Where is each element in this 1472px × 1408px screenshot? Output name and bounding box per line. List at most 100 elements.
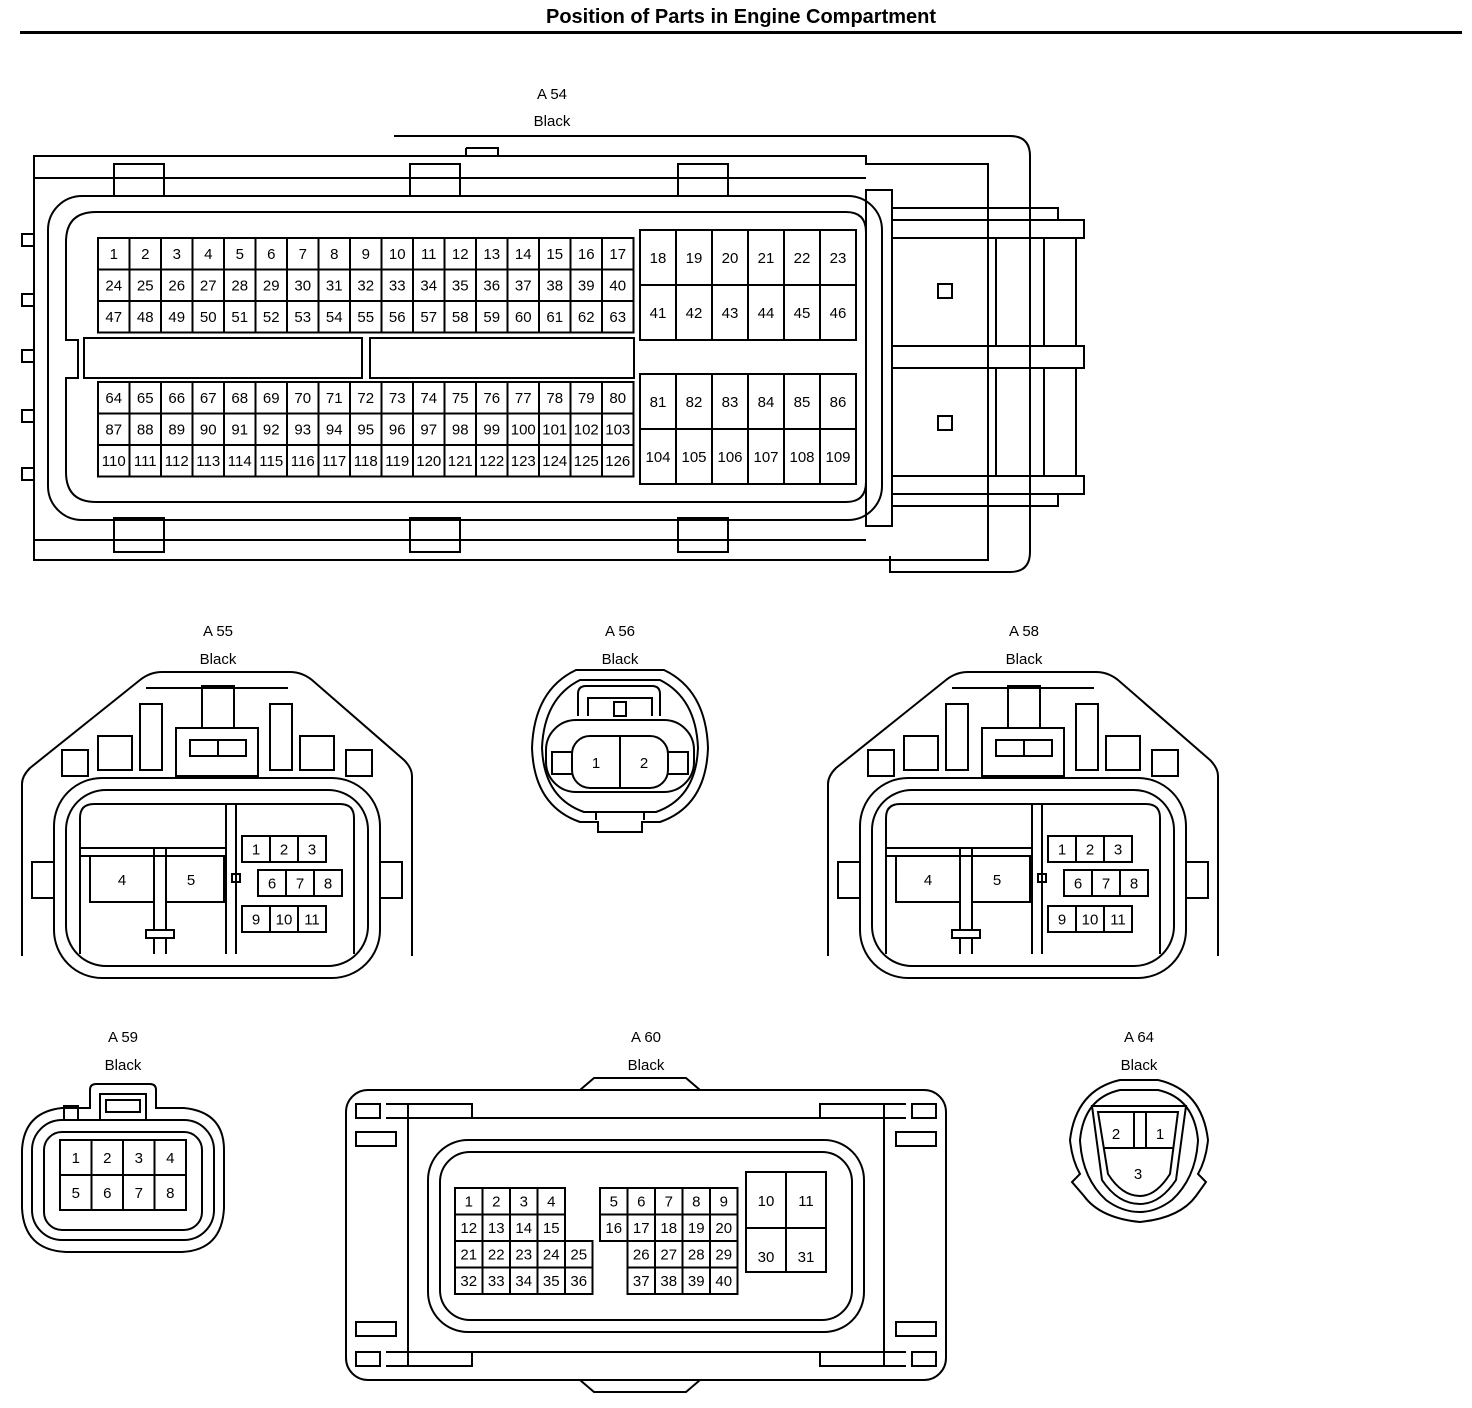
a58-pin-6: 6 [1074, 875, 1082, 892]
a54-pin-118: 118 [354, 453, 378, 470]
a54-pin-26: 26 [168, 278, 185, 295]
a54-pin-15: 15 [546, 246, 563, 263]
a54-pin-124: 124 [542, 453, 567, 470]
a54-pin-38: 38 [546, 278, 563, 295]
a54-pin-116: 116 [291, 453, 315, 470]
connector-a64-color: Black [1121, 1057, 1158, 1074]
connector-a59-code: A 59 [108, 1029, 138, 1046]
a60-pin-13: 13 [488, 1220, 505, 1237]
connector-a54-code: A 54 [537, 86, 567, 103]
a54-pin-59: 59 [483, 309, 500, 326]
a60-pin-17: 17 [633, 1220, 650, 1237]
a58-pin-8: 8 [1130, 875, 1138, 892]
a55-pin-11: 11 [304, 911, 320, 928]
a60-pin-40-cell [709, 1266, 739, 1295]
a54-pin-78: 78 [546, 390, 563, 407]
a60-pin-11: 11 [798, 1193, 814, 1210]
a54-pin-113: 113 [196, 453, 220, 470]
a54-pin-41: 41 [650, 305, 667, 322]
a54-pin-22: 22 [794, 250, 811, 267]
a54-pin-121: 121 [448, 453, 473, 470]
connector-a54-color: Black [534, 113, 571, 130]
a54-pin-123: 123 [511, 453, 536, 470]
a54-pin-2: 2 [141, 246, 149, 263]
a58-pin-7: 7 [1102, 875, 1110, 892]
a58-pin-11-cell [1103, 905, 1133, 933]
a54-pin-46-cell [819, 284, 857, 341]
a55-pin-6: 6 [268, 875, 276, 892]
a54-pin-92: 92 [263, 422, 280, 439]
a60-pin-6: 6 [637, 1194, 645, 1211]
connector-a59-color: Black [105, 1057, 142, 1074]
a54-pin-6: 6 [267, 246, 275, 263]
a54-pin-109-cell [819, 428, 857, 485]
a54-pin-7: 7 [299, 246, 307, 263]
a54-pin-18: 18 [650, 250, 667, 267]
a54-pin-12: 12 [452, 246, 469, 263]
a54-pin-68: 68 [231, 390, 248, 407]
a54-pin-111: 111 [134, 453, 157, 470]
a60-pin-4: 4 [547, 1194, 555, 1211]
a60-pin-36: 36 [570, 1273, 587, 1290]
a55-pin-7: 7 [296, 875, 304, 892]
connector-a60-color: Black [628, 1057, 665, 1074]
a54-pin-33: 33 [389, 278, 406, 295]
a54-pin-61: 61 [546, 309, 563, 326]
a60-pin-18: 18 [660, 1220, 677, 1237]
a54-pin-77: 77 [515, 390, 532, 407]
a54-pin-64: 64 [105, 390, 122, 407]
connector-a64-code: A 64 [1124, 1029, 1154, 1046]
a60-pin-24: 24 [543, 1247, 560, 1264]
a54-pin-107: 107 [753, 449, 778, 466]
a54-pin-79: 79 [578, 390, 595, 407]
a54-pin-103: 103 [605, 422, 630, 439]
a54-pin-109: 109 [825, 449, 850, 466]
a60-pin-23: 23 [515, 1247, 532, 1264]
a54-pin-101: 101 [542, 422, 567, 439]
a54-pin-47: 47 [105, 309, 122, 326]
a54-pin-46: 46 [830, 305, 847, 322]
a54-pin-104: 104 [645, 449, 670, 466]
a54-pin-50: 50 [200, 309, 217, 326]
a59-pin-7: 7 [135, 1185, 143, 1202]
a54-pin-60: 60 [515, 309, 532, 326]
a54-pin-16: 16 [578, 246, 595, 263]
a54-pin-75: 75 [452, 390, 469, 407]
a60-pin-37: 37 [633, 1273, 650, 1290]
a54-pin-3: 3 [173, 246, 181, 263]
a60-pin-40: 40 [715, 1273, 732, 1290]
a64-pin-1: 1 [1156, 1126, 1164, 1143]
a58-pin-3: 3 [1114, 841, 1122, 858]
a54-pin-106: 106 [717, 449, 742, 466]
a54-pin-10: 10 [389, 246, 406, 263]
a54-pin-119: 119 [385, 453, 409, 470]
a54-pin-45: 45 [794, 305, 811, 322]
a55-pin-5: 5 [187, 872, 195, 889]
a54-pin-42: 42 [686, 305, 703, 322]
a54-pin-55: 55 [357, 309, 374, 326]
a54-pin-34: 34 [420, 278, 437, 295]
a54-pin-90: 90 [200, 422, 217, 439]
a54-pin-39: 39 [578, 278, 595, 295]
a54-pin-72: 72 [357, 390, 374, 407]
a54-pin-9: 9 [362, 246, 370, 263]
a54-pin-115: 115 [259, 453, 283, 470]
a60-pin-2: 2 [492, 1194, 500, 1211]
a54-pin-73: 73 [389, 390, 406, 407]
connector-a56-code: A 56 [605, 623, 635, 640]
a60-pin-14: 14 [515, 1220, 532, 1237]
a60-pin-19: 19 [688, 1220, 705, 1237]
a54-pin-56: 56 [389, 309, 406, 326]
a54-pin-110: 110 [102, 453, 126, 470]
a59-pin-6: 6 [103, 1185, 111, 1202]
a54-pin-8: 8 [330, 246, 338, 263]
a54-pin-54: 54 [326, 309, 343, 326]
a54-pin-28: 28 [231, 278, 248, 295]
a54-pin-80: 80 [609, 390, 626, 407]
a60-pin-35: 35 [543, 1273, 560, 1290]
a60-pin-27: 27 [660, 1247, 677, 1264]
a54-pin-5: 5 [236, 246, 244, 263]
a54-pin-93: 93 [294, 422, 311, 439]
a60-pin-34: 34 [515, 1273, 532, 1290]
